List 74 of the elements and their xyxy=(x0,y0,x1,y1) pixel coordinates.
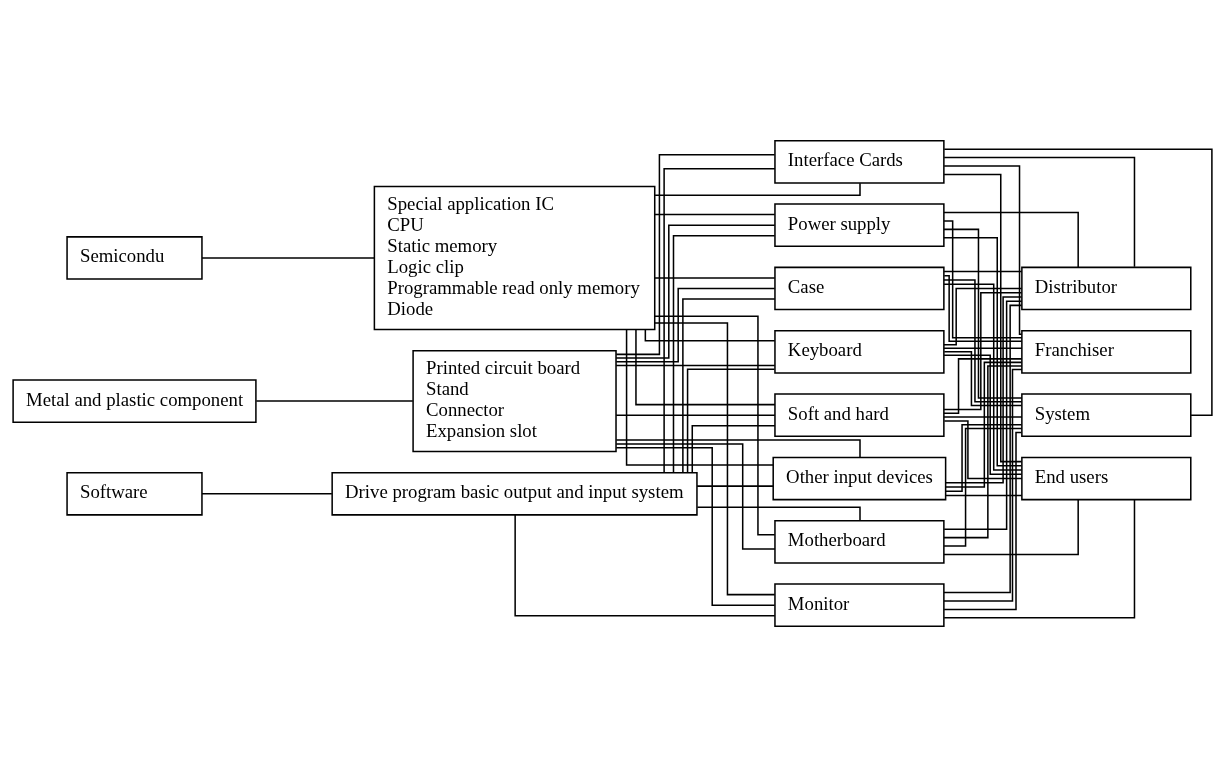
node-box: Keyboard xyxy=(774,329,945,374)
connector xyxy=(943,287,1023,346)
connector xyxy=(514,514,776,617)
connector xyxy=(943,368,1023,602)
connector xyxy=(943,228,1023,399)
connector xyxy=(201,493,333,495)
node-box: Special application IC CPU Static memory Logic clip Programmable read only memory Diode xyxy=(373,185,656,331)
connector xyxy=(943,351,1023,407)
connector xyxy=(943,427,1023,547)
connector xyxy=(615,224,776,359)
connector xyxy=(943,173,1023,463)
connector xyxy=(943,156,1136,268)
connector xyxy=(682,298,776,474)
connector xyxy=(654,182,861,196)
connector xyxy=(943,498,1079,556)
connector xyxy=(943,304,1023,594)
connector xyxy=(654,277,776,279)
connector xyxy=(943,148,1213,416)
connector xyxy=(943,420,1023,480)
connector xyxy=(686,368,776,474)
node-box: Printed circuit board Stand Connector Expansion slot xyxy=(412,349,617,453)
connector xyxy=(201,257,375,259)
connector xyxy=(943,416,1023,418)
node-box: Other input devices xyxy=(772,456,947,501)
connector xyxy=(615,446,776,606)
node-box: Soft and hard xyxy=(774,393,945,438)
connector xyxy=(615,154,776,356)
connector xyxy=(625,329,774,466)
node-box: Semicondu xyxy=(66,236,203,280)
connector xyxy=(943,431,1023,611)
connector xyxy=(943,354,1023,476)
connector xyxy=(943,365,1023,539)
connector xyxy=(615,443,776,550)
connector xyxy=(615,287,776,363)
connector xyxy=(943,279,1023,403)
connector xyxy=(943,211,1079,269)
connector xyxy=(654,322,776,596)
connector xyxy=(945,424,1023,492)
connector xyxy=(644,329,776,342)
connector xyxy=(943,237,1023,467)
connector xyxy=(943,291,1023,411)
node-box: Drive program basic output and input system xyxy=(331,471,698,516)
node-box: Power supply xyxy=(774,203,945,247)
connector xyxy=(691,424,776,474)
connector xyxy=(943,275,1023,343)
connector xyxy=(653,315,776,536)
node-box: Software xyxy=(66,471,203,516)
connector xyxy=(943,270,1023,273)
connector xyxy=(943,165,1023,335)
node-box: Motherboard xyxy=(774,520,945,564)
node-box: End users xyxy=(1021,456,1192,501)
connector xyxy=(943,300,1023,530)
node-box: System xyxy=(1021,393,1192,438)
connector xyxy=(615,364,776,367)
connector xyxy=(943,220,1023,339)
node-box: Monitor xyxy=(774,583,945,628)
node-box: Metal and plastic component xyxy=(12,379,257,423)
node-box: Franchiser xyxy=(1021,329,1192,374)
node-box: Interface Cards xyxy=(774,139,945,184)
connector xyxy=(945,361,1023,488)
connector xyxy=(943,347,1023,350)
connector xyxy=(696,506,861,522)
connector xyxy=(255,400,414,402)
node-box: Case xyxy=(774,266,945,311)
connector xyxy=(615,414,776,416)
connector xyxy=(654,213,776,216)
connector xyxy=(635,328,776,406)
node-box: Distributor xyxy=(1021,266,1192,311)
connector xyxy=(945,494,1023,497)
connector xyxy=(663,168,776,474)
connector xyxy=(696,485,774,487)
connector xyxy=(943,358,1023,414)
connector xyxy=(672,234,776,474)
connector xyxy=(943,498,1136,619)
